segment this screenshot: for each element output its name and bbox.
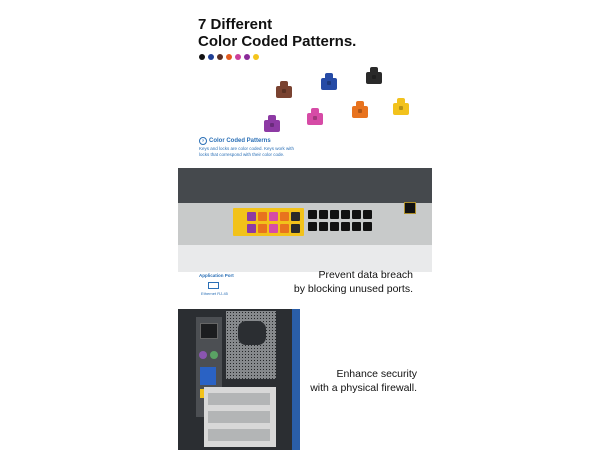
yellow-lock — [393, 98, 409, 115]
serial-port — [200, 323, 218, 339]
color-swatch — [253, 54, 259, 60]
locked-port — [247, 212, 256, 221]
expansion-slots — [204, 387, 276, 447]
ethernet-port — [363, 210, 372, 219]
case-edge — [297, 309, 300, 450]
color-swatch — [235, 54, 241, 60]
locked-port — [280, 212, 289, 221]
prevent-caption-line-1: Prevent data breach — [318, 269, 413, 281]
ethernet-port-icon — [208, 282, 219, 289]
ethernet-port — [330, 222, 339, 231]
blue-lock — [321, 73, 337, 90]
locked-port — [258, 224, 267, 233]
locked-port — [291, 212, 300, 221]
ethernet-port — [330, 210, 339, 219]
ethernet-port — [308, 210, 317, 219]
switch-bottom-band — [178, 245, 432, 272]
pink-lock — [307, 108, 323, 125]
locked-port — [269, 224, 278, 233]
computer-rear-image — [178, 309, 297, 450]
heading: 7 Different Color Coded Patterns. — [198, 16, 356, 50]
ethernet-port — [308, 222, 317, 231]
locked-port — [236, 212, 245, 221]
locked-port — [236, 224, 245, 233]
color-coded-title-text: Color Coded Patterns — [209, 138, 271, 144]
enhance-caption-line-2: with a physical firewall. — [310, 382, 417, 394]
ethernet-port — [341, 210, 350, 219]
network-switch-image — [178, 168, 432, 272]
ps2-port-purple — [199, 351, 207, 359]
purple-lock — [264, 115, 280, 132]
locked-port — [291, 224, 300, 233]
locked-port — [247, 224, 256, 233]
case-side-panel — [292, 309, 297, 450]
ethernet-port — [319, 210, 328, 219]
info-icon: ? — [199, 137, 207, 145]
color-coded-title: ? Color Coded Patterns — [199, 137, 271, 145]
locked-port — [269, 212, 278, 221]
orange-lock — [352, 101, 368, 118]
color-swatch — [199, 54, 205, 60]
heading-line-2: Color Coded Patterns. — [198, 33, 357, 50]
ps2-port-green — [210, 351, 218, 359]
locked-port — [280, 224, 289, 233]
locked-port — [258, 212, 267, 221]
prevent-data-breach-caption: Prevent data breach by blocking unused p… — [291, 268, 413, 296]
color-swatch — [226, 54, 232, 60]
ethernet-port — [363, 222, 372, 231]
ethernet-port — [352, 222, 361, 231]
enhance-caption-line-1: Enhance security — [336, 368, 417, 380]
usb-ports — [200, 367, 216, 385]
switch-top-panel — [178, 168, 432, 203]
black-lock — [366, 67, 382, 84]
ethernet-port — [352, 210, 361, 219]
switch-front-panel — [178, 203, 432, 245]
color-swatches — [199, 54, 259, 62]
ethernet-port — [319, 222, 328, 231]
prevent-caption-line-2: by blocking unused ports. — [293, 283, 413, 295]
color-swatch — [208, 54, 214, 60]
heading-line-1: 7 Different — [198, 16, 273, 33]
enhance-security-caption: Enhance security with a physical firewal… — [305, 367, 417, 395]
ethernet-label: Ethernet RJ-45 — [201, 291, 228, 296]
expansion-slot — [208, 429, 270, 441]
brown-lock — [276, 81, 292, 98]
application-port-label: Application Port — [199, 273, 234, 278]
ethernet-port — [341, 222, 350, 231]
sfp-port — [404, 202, 416, 214]
expansion-slot — [208, 411, 270, 423]
fan-housing — [238, 321, 266, 345]
color-coded-description: Keys and locks are color coded. Keys wor… — [199, 146, 295, 157]
expansion-slot — [208, 393, 270, 405]
color-swatch — [217, 54, 223, 60]
color-swatch — [244, 54, 250, 60]
